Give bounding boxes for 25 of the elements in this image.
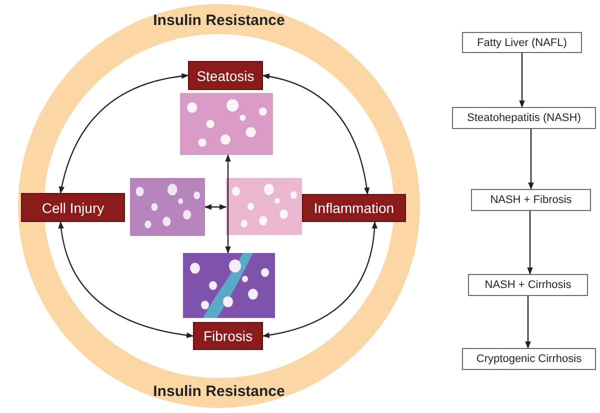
arrow — [528, 129, 534, 190]
arrow — [262, 74, 370, 195]
ring-label: Insulin Resistance — [152, 383, 286, 400]
label-box: Cell Injury — [21, 193, 125, 222]
label-box: Steatosis — [188, 61, 263, 90]
arrow — [527, 211, 533, 275]
stage-box: Cryptogenic Cirrhosis — [462, 348, 596, 370]
arrow — [204, 204, 227, 210]
label-box: Fibrosis — [193, 322, 263, 350]
stage-box: Fatty Liver (NAFL) — [462, 32, 582, 53]
stage-box: NASH + Fibrosis — [471, 189, 591, 211]
arrow — [262, 221, 378, 338]
arrow — [519, 53, 525, 108]
picture — [130, 178, 205, 236]
picture — [180, 93, 273, 155]
arrow — [58, 221, 194, 338]
stage-box: Steatohepatitis (NASH) — [452, 107, 596, 129]
label-box: Inflammation — [302, 194, 406, 222]
arrow — [59, 73, 189, 194]
picture — [226, 178, 302, 235]
arrow — [525, 296, 531, 349]
picture — [183, 253, 275, 318]
ring-label: Insulin Resistance — [152, 12, 286, 29]
arrow — [225, 154, 231, 254]
stage-box: NASH + Cirrhosis — [468, 274, 588, 296]
